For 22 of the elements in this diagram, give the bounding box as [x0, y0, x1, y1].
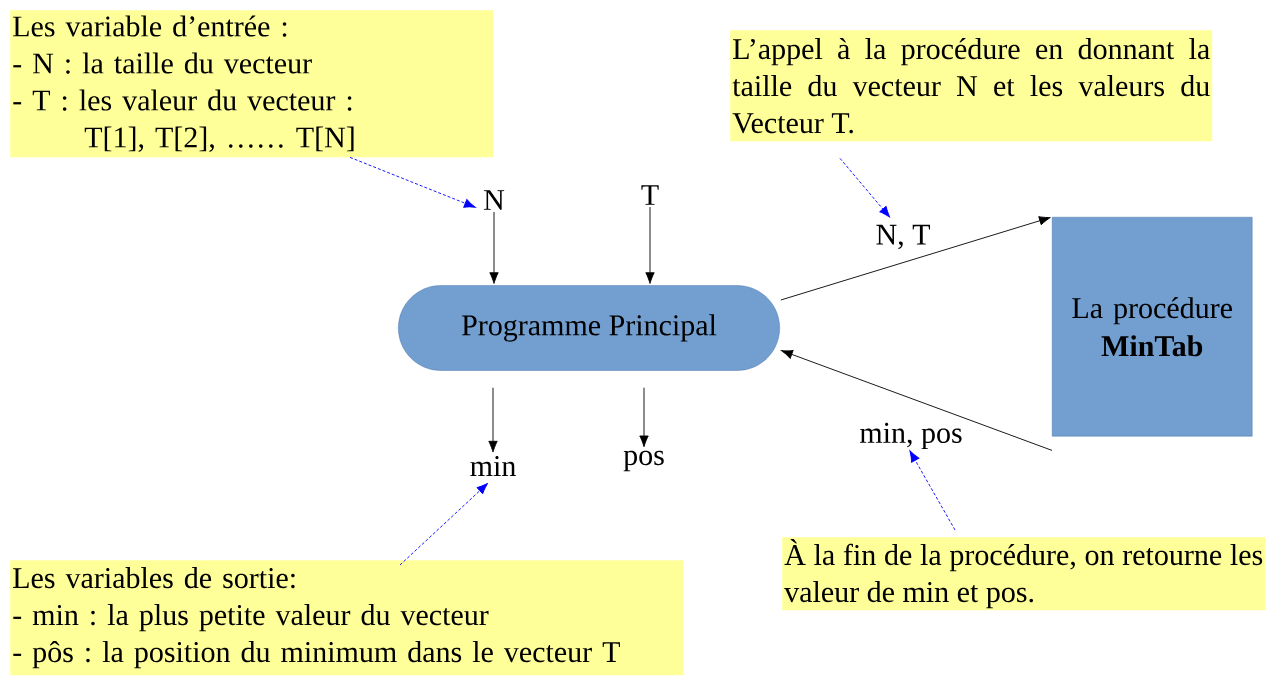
- variable-label: N: [484, 190, 505, 210]
- program-box: Programme Principal: [398, 285, 780, 371]
- note-box: À la fin de la procédure, on retourne les valeur de min et pos.: [782, 537, 1266, 611]
- note-box: Les variable d’entrée : - N : la taille du vecteur - T : les valeur du vecteur : T[1], T[2], …… T[N]: [10, 10, 494, 158]
- leader-arrow: [909, 450, 956, 531]
- leader-arrow: [839, 157, 891, 218]
- note-box: Les variables de sortie: - min : la plus petite valeur du vecteur - pôs : la position du minimum dans le vecteur T: [10, 560, 684, 676]
- variable-label: pos: [623, 450, 664, 472]
- procedure-box: La procédure MinTab: [1052, 217, 1253, 437]
- arrow: [488, 387, 498, 453]
- leader-arrow: [399, 482, 489, 566]
- parameter-label: N, T: [876, 224, 930, 250]
- leader-arrow: [349, 156, 476, 208]
- parameter-label: min, pos: [859, 422, 962, 450]
- arrow: [781, 349, 1053, 451]
- arrow: [780, 216, 1051, 301]
- arrow: [639, 387, 649, 448]
- variable-label: min: [470, 456, 516, 476]
- variable-label: T: [641, 185, 659, 205]
- arrow: [489, 211, 499, 284]
- arrow: [645, 206, 655, 284]
- note-box: L’appel à la procédure en donnant la taille du vecteur N et les valeurs du Vecteur T.: [730, 30, 1213, 142]
